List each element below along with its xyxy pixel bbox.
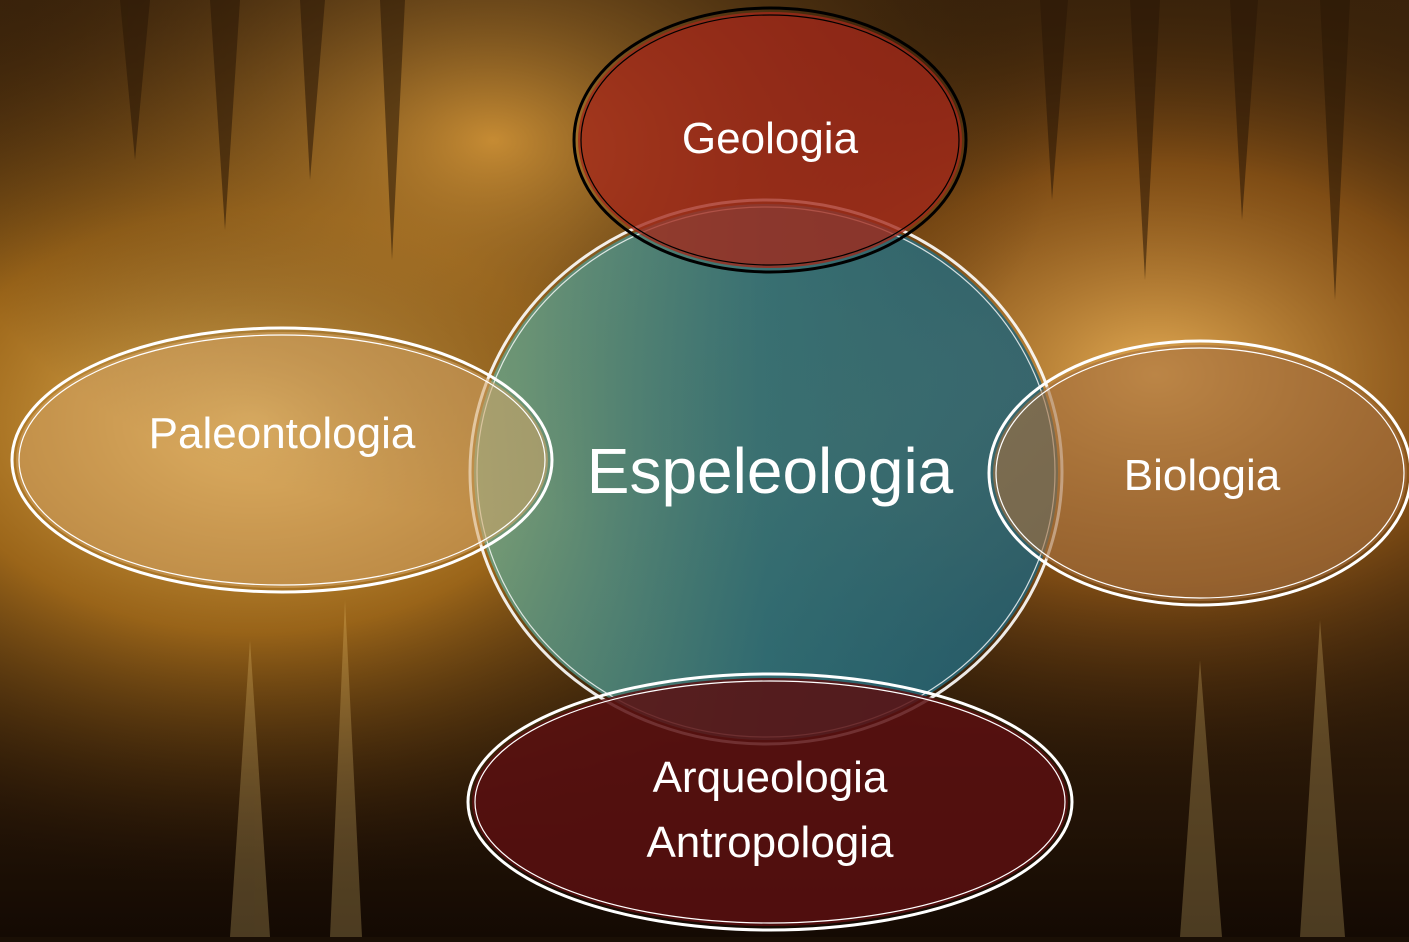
node-label-arqueologia: Arqueologia: [653, 753, 888, 802]
stalagmites: [230, 600, 1345, 937]
node-label-geologia: Geologia: [682, 114, 859, 163]
node-label-paleontologia: Paleontologia: [149, 409, 416, 458]
node-label-biologia: Biologia: [1124, 451, 1281, 500]
node-biologia: Biologia: [987, 339, 1409, 607]
node-paleontologia: Paleontologia: [10, 326, 554, 594]
center-node: Espeleologia: [468, 198, 1064, 746]
stalactites: [120, 0, 1350, 300]
node-arqueologia-antropologia: Arqueologia Antropologia: [466, 672, 1074, 932]
node-geologia: Geologia: [572, 6, 968, 274]
node-label-antropologia: Antropologia: [646, 818, 894, 867]
center-label: Espeleologia: [587, 435, 954, 507]
